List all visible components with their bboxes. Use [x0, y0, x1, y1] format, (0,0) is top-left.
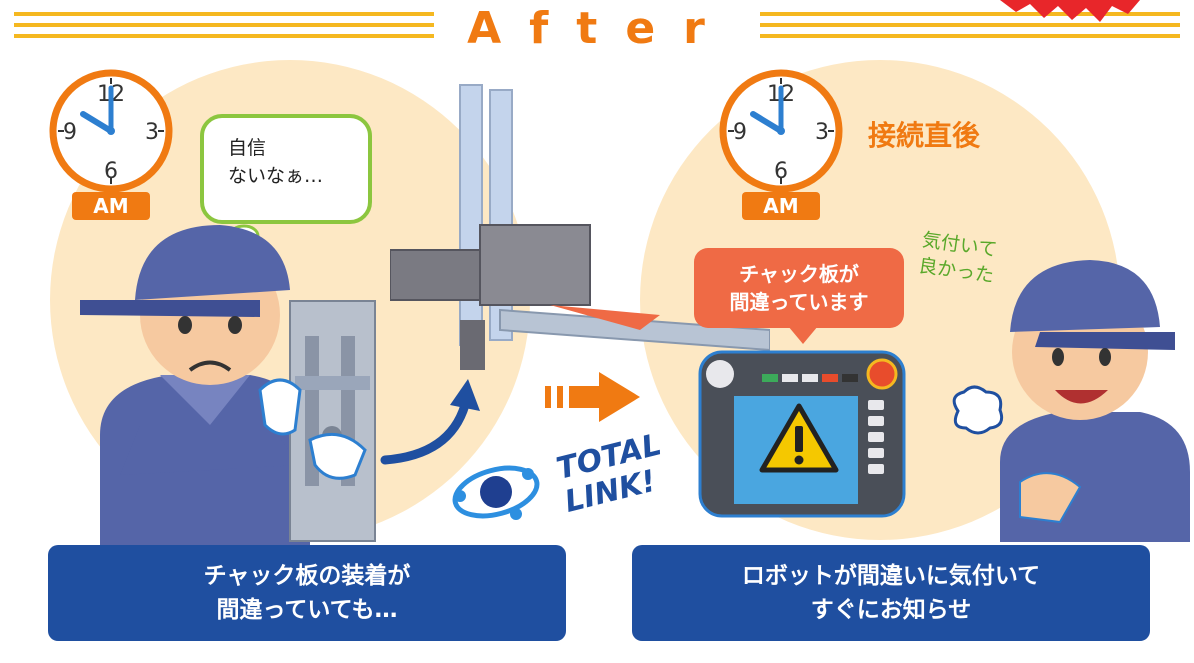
alert-line: チャック板が: [739, 262, 859, 286]
timing-label: 接続直後: [868, 119, 981, 152]
burst-icon: [1000, 0, 1140, 22]
caption-line: チャック板の装着が: [203, 563, 411, 589]
clock-icon: 12 3 6 9: [719, 69, 843, 193]
clock-number: 6: [104, 159, 118, 184]
thought-bubble: 自信 ないなぁ…: [200, 114, 372, 224]
clock-number: 9: [63, 120, 77, 145]
left-caption: チャック板の装着が 間違っていても…: [48, 545, 566, 641]
alert-bubble-tail: [788, 326, 818, 344]
worker-hands: [258, 378, 367, 480]
caption-line: すぐにお知らせ: [810, 597, 972, 623]
alert-line: 間違っています: [729, 290, 869, 314]
header-stripes-right: [760, 12, 1180, 42]
warning-icon: [759, 403, 839, 473]
am-badge: AM: [72, 192, 150, 220]
clock-number: 3: [815, 120, 829, 145]
thought-line: 自信: [228, 137, 267, 159]
header-stripes-left: [14, 12, 434, 42]
alert-bubble: チャック板が 間違っています: [694, 248, 904, 328]
clock-number: 6: [774, 159, 788, 184]
caption-line: ロボットが間違いに気付いて: [741, 563, 1041, 589]
clock-number: 9: [733, 120, 747, 145]
worker-illustration-relieved: [1000, 260, 1190, 542]
robot-illustration: [390, 84, 770, 370]
total-link-logo-icon: [452, 465, 540, 520]
curved-arrow-icon: [380, 379, 480, 465]
right-caption: ロボットが間違いに気付いて すぐにお知らせ: [632, 545, 1150, 641]
thought-line: ないなぁ…: [228, 165, 324, 187]
clock-number: 3: [145, 120, 159, 145]
page-title: After: [467, 3, 733, 54]
total-link-label: TOTAL LINK!: [553, 427, 673, 520]
breath-puff-icon: [952, 385, 1004, 435]
caption-line: 間違っていても…: [216, 597, 398, 623]
arrow-right-icon: [545, 372, 640, 422]
am-badge: AM: [742, 192, 820, 220]
clock-icon: 12 3 6 9: [49, 69, 173, 193]
worker-illustration-worried: [80, 225, 310, 545]
